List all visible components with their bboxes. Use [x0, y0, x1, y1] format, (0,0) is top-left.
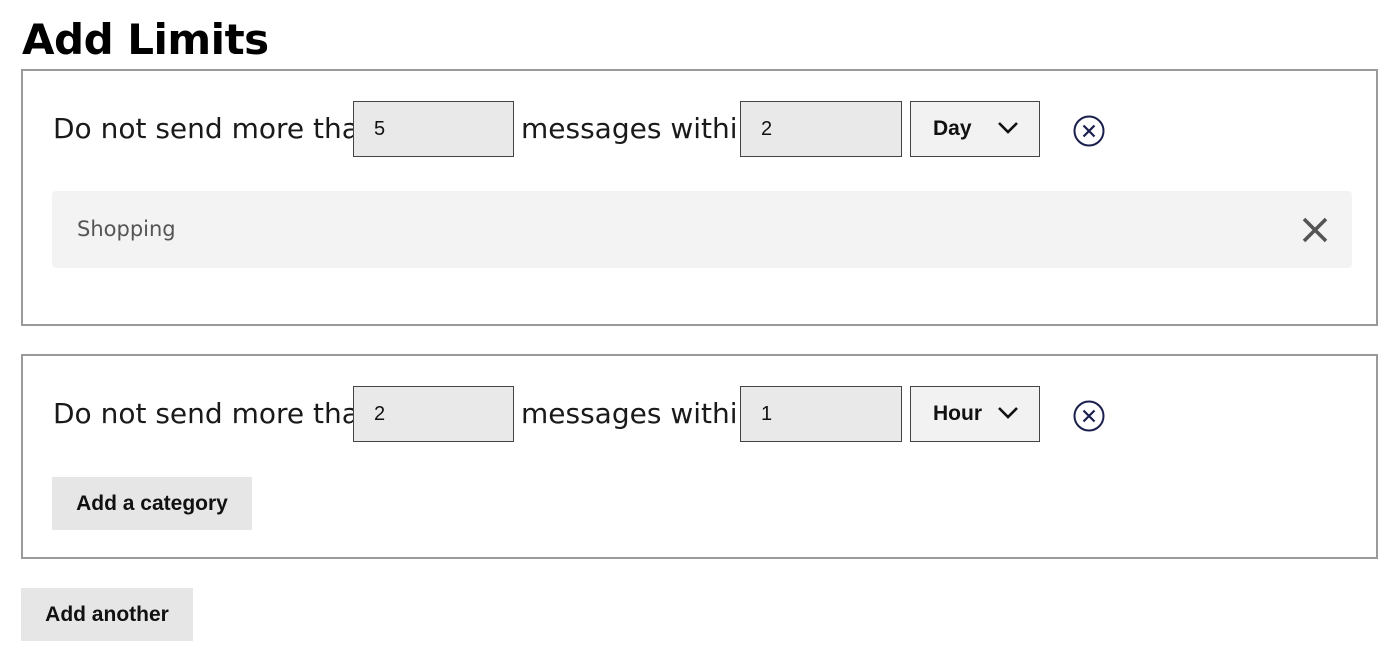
category-label: Shopping — [77, 217, 176, 241]
limit-rule-row: Do not send more than messages within Da… — [23, 101, 1376, 157]
limit-rule-row: Do not send more than messages within Ho… — [23, 386, 1376, 442]
category-chip: Shopping — [52, 191, 1352, 268]
limit-rule-card: Do not send more than messages within Da… — [21, 69, 1378, 326]
chevron-down-icon — [998, 122, 1018, 134]
rule-middle-text: messages within — [521, 112, 756, 145]
chevron-down-icon — [998, 407, 1018, 419]
message-count-input[interactable] — [353, 386, 514, 442]
period-unit-select[interactable]: Hour — [910, 386, 1040, 442]
period-value-input[interactable] — [740, 101, 902, 157]
message-count-input[interactable] — [353, 101, 514, 157]
limit-rule-card: Do not send more than messages within Ho… — [21, 354, 1378, 559]
period-unit-label: Hour — [933, 402, 982, 425]
page-title: Add Limits — [22, 15, 269, 64]
remove-rule-icon[interactable] — [1072, 399, 1106, 433]
period-unit-select[interactable]: Day — [910, 101, 1040, 157]
close-icon[interactable] — [1300, 215, 1330, 245]
rule-prefix-text: Do not send more than — [53, 397, 377, 430]
rule-prefix-text: Do not send more than — [53, 112, 377, 145]
rule-middle-text: messages within — [521, 397, 756, 430]
add-category-button[interactable]: Add a category — [52, 477, 252, 530]
add-another-button[interactable]: Add another — [21, 588, 193, 641]
period-value-input[interactable] — [740, 386, 902, 442]
remove-rule-icon[interactable] — [1072, 114, 1106, 148]
period-unit-label: Day — [933, 117, 972, 140]
